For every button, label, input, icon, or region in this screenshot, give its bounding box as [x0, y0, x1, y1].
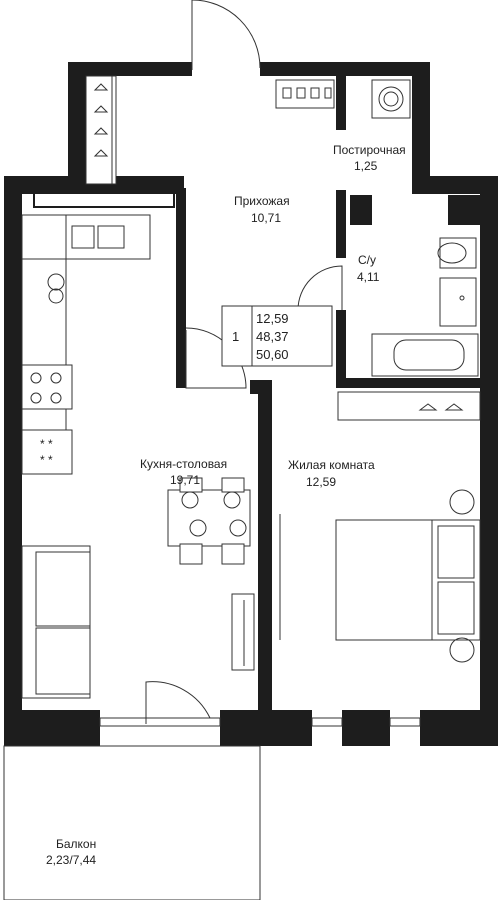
kitchen-counter: * * * *: [21, 214, 151, 475]
summary-living-area: 12,59: [256, 311, 289, 326]
entrance-door: [191, 0, 261, 70]
living-name: Жилая комната: [288, 458, 375, 472]
kitchen-sofa: [21, 545, 91, 699]
tv-console: [231, 593, 255, 671]
balcony-area: 2,23/7,44: [46, 853, 96, 867]
washing-machine: [371, 79, 411, 119]
summary-total-with-balcony: 50,60: [256, 347, 289, 362]
bathroom-door: [297, 265, 343, 311]
shoe-rack: [275, 79, 335, 109]
balcony: [3, 745, 261, 900]
summary-rooms-count: 1: [232, 329, 239, 344]
laundry-name: Постирочная: [333, 143, 406, 157]
balcony-name: Балкон: [56, 837, 96, 851]
summary-total-area: 48,37: [256, 329, 289, 344]
living-area: 12,59: [306, 475, 336, 489]
area-summary-box: 1 12,59 48,37 50,60: [221, 305, 333, 367]
svg-text:* *: * *: [40, 437, 53, 451]
bathroom-name: С/у: [358, 253, 376, 267]
kitchen-balcony-door: [145, 681, 211, 724]
laundry-area: 1,25: [354, 159, 378, 173]
kitchen-name: Кухня-столовая: [140, 457, 227, 471]
living-wardrobe: [337, 391, 481, 421]
svg-text:* *: * *: [40, 453, 53, 467]
bathroom-area: 4,11: [357, 270, 380, 284]
windows: [99, 717, 421, 727]
dining-table: [167, 477, 251, 565]
hallway-wardrobe: [85, 75, 117, 185]
hallway-name: Прихожая: [234, 194, 290, 208]
hallway-area: 10,71: [251, 211, 281, 225]
kitchen-area: 19,71: [170, 473, 200, 487]
bathroom-fixtures: [371, 237, 479, 377]
bed: [335, 489, 481, 663]
walls: [4, 62, 498, 746]
